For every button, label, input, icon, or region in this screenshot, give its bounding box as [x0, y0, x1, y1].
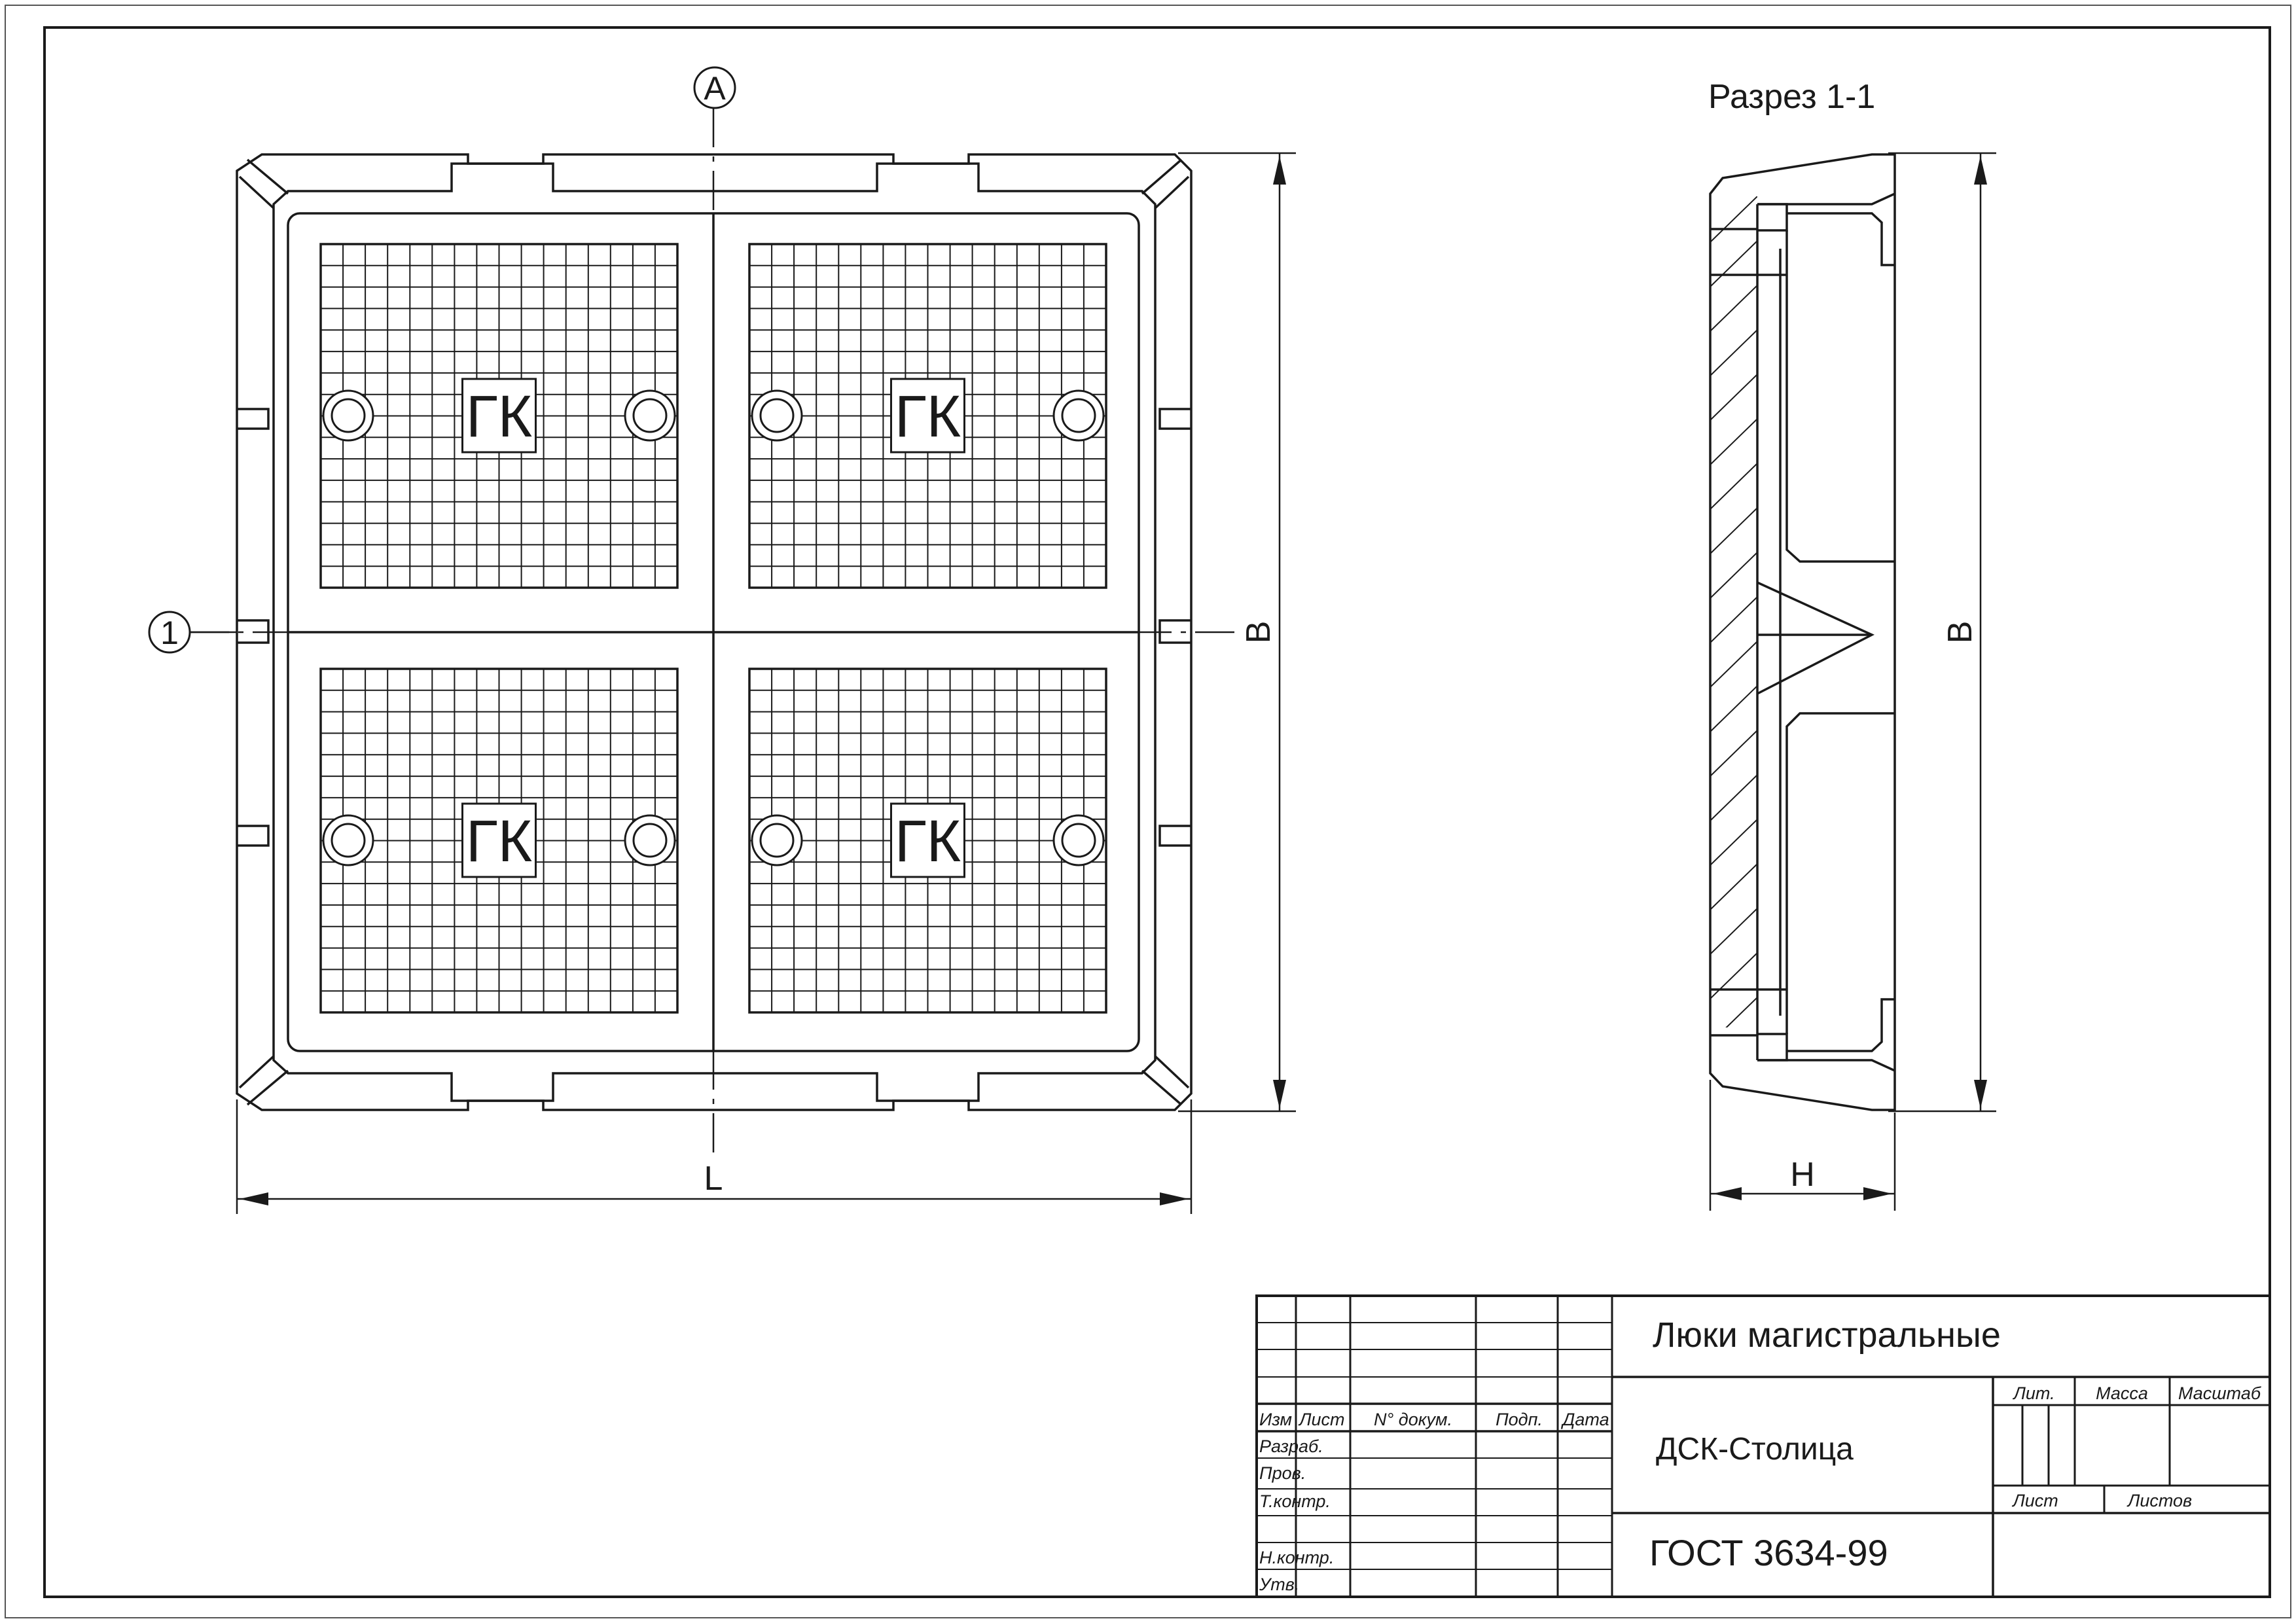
section-cover-lip-bottom — [1757, 1033, 1788, 1061]
bolt-hole-outer — [751, 389, 803, 442]
company-text: ДСК-Столица — [1656, 1432, 1854, 1467]
axis-label-a: А — [704, 70, 726, 107]
dim-h-arrow-right — [1863, 1187, 1892, 1200]
bolt-hole-outer — [322, 389, 374, 442]
dim-b-arrow-bottom — [1273, 1080, 1286, 1109]
inner-frame — [43, 26, 2271, 1598]
mark-box — [461, 802, 537, 878]
title-text: Люки магистральные — [1653, 1315, 2001, 1355]
mark-label: ГК — [895, 384, 961, 450]
role-prov: Пров. — [1259, 1463, 1306, 1483]
bolt-hole-inner — [1061, 398, 1096, 433]
dim-h-label: Н — [1790, 1156, 1815, 1194]
dim-b2-arrow-bottom — [1974, 1080, 1987, 1109]
section-frame-step-top — [1757, 192, 1895, 205]
scale-label: Масштаб — [2178, 1383, 2261, 1403]
dim-h-arrow-left — [1713, 1187, 1742, 1200]
corner-rib-bl — [238, 1055, 289, 1106]
cover-quadrant: ГК — [319, 243, 679, 589]
section-frame-inner-top — [1787, 212, 1895, 266]
title-block-lit-area — [1993, 1377, 2270, 1513]
mark-label: ГК — [895, 809, 961, 874]
bolt-hole-outer — [624, 814, 676, 866]
section-frame-inner-bottom — [1787, 998, 1895, 1052]
section-title: Разрез 1-1 — [1708, 78, 1875, 116]
role-nkontr: Н.контр. — [1259, 1548, 1334, 1567]
header-list: Лист — [1298, 1410, 1345, 1429]
dim-b2-arrow-top — [1974, 156, 1987, 185]
bolt-hole-inner — [331, 823, 366, 858]
dim-l-arrow-right — [1160, 1192, 1189, 1205]
bolt-hole-outer — [624, 389, 676, 442]
mass-label: Масса — [2096, 1383, 2148, 1403]
corner-rib-tr — [1141, 158, 1190, 209]
role-razrab: Разраб. — [1259, 1436, 1323, 1456]
dimension-l — [236, 1099, 1193, 1214]
role-utv: Утв. — [1259, 1575, 1299, 1594]
bolt-hole-inner — [331, 398, 366, 433]
mark-box — [890, 378, 965, 454]
side-lugs-left — [237, 408, 270, 847]
bolt-hole-inner — [759, 398, 795, 433]
header-date: Дата — [1560, 1410, 1609, 1429]
title-block-left-verticals — [1295, 1296, 1613, 1597]
mark-box — [461, 378, 537, 454]
center-lines — [190, 108, 1237, 1158]
bolt-hole-outer — [751, 814, 803, 866]
title-block-border — [1255, 1294, 2271, 1598]
bolt-hole-outer — [1052, 389, 1105, 442]
bolt-hole-inner — [759, 823, 795, 858]
sheets-label: Листов — [2126, 1491, 2192, 1510]
mark-label: ГК — [466, 384, 532, 450]
mark-label: ГК — [466, 809, 532, 874]
dim-l-arrow-left — [240, 1192, 268, 1205]
standard-text: ГОСТ 3634-99 — [1649, 1532, 1888, 1573]
axis-bubble-a — [693, 66, 736, 109]
lit-label: Лит. — [2012, 1383, 2054, 1403]
section-cover-lip-top — [1757, 203, 1788, 232]
section-hatching — [1710, 196, 1757, 1027]
frame-step-contour — [272, 162, 1157, 1102]
cover-quadrant: ГК — [748, 243, 1107, 589]
header-doc: N° докум. — [1374, 1410, 1452, 1429]
dim-b-label-section: В — [1941, 621, 1979, 644]
title-block — [1255, 1294, 2271, 1598]
dimension-b-section — [1888, 152, 1996, 1113]
axis-bubble-1 — [148, 611, 191, 654]
dim-b-label-plan: В — [1240, 621, 1278, 644]
cover-quadrant: ГК — [319, 668, 679, 1014]
section-view — [1709, 153, 1896, 1111]
corner-rib-br — [1141, 1055, 1190, 1106]
sheet-label: Лист — [2011, 1491, 2058, 1510]
section-details — [1710, 228, 1787, 1037]
dimension-b-plan — [1178, 152, 1296, 1113]
section-outer-profile — [1709, 153, 1896, 1111]
section-rib-lower — [1785, 712, 1895, 1034]
bolt-hole-outer — [322, 814, 374, 866]
hatch-frame-outline — [236, 153, 1193, 1111]
bolt-hole-inner — [632, 823, 668, 858]
title-block-left-rows-thick — [1257, 1402, 1612, 1433]
section-center-rib — [1757, 581, 1875, 695]
dim-l-label: L — [704, 1160, 723, 1198]
axis-label-1: 1 — [160, 615, 179, 651]
cover-quadrant: ГК — [748, 668, 1107, 1014]
side-lugs-right — [1158, 408, 1191, 847]
bolt-hole-inner — [632, 398, 668, 433]
title-block-right-divisions — [1612, 1376, 2270, 1597]
bolt-hole-outer — [1052, 814, 1105, 866]
dim-b-arrow-top — [1273, 156, 1286, 185]
role-tkontr: Т.контр. — [1259, 1491, 1331, 1511]
header-sign: Подп. — [1496, 1410, 1543, 1429]
outer-frame — [5, 5, 2291, 1618]
header-izm: Изм — [1259, 1410, 1292, 1429]
corner-rib-tl — [238, 158, 289, 209]
mark-box — [890, 802, 965, 878]
section-rib-upper — [1785, 230, 1895, 563]
plan-quadrants: ГК ГК ГК ГК — [319, 243, 1107, 1014]
section-frame-step-bottom — [1757, 1059, 1895, 1072]
bolt-hole-inner — [1061, 823, 1096, 858]
section-hatch-lines — [1710, 196, 1757, 1027]
